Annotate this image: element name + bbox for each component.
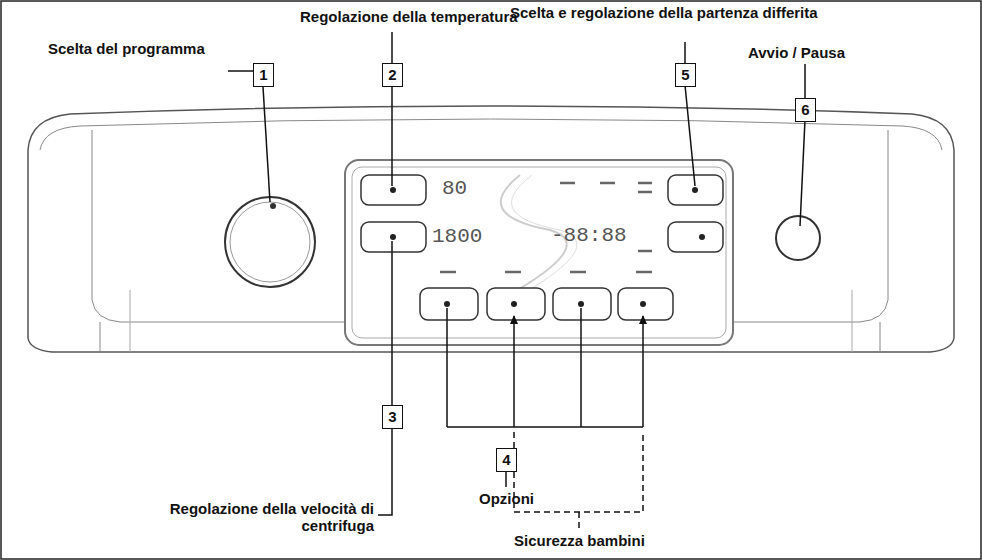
part-label: Regolazione della velocità di centrifuga — [134, 500, 374, 534]
display-readout: 1800 — [432, 226, 482, 248]
callout-number: 4 — [498, 451, 514, 468]
callout-number: 5 — [677, 66, 693, 83]
callout-number-box: 2 — [382, 63, 403, 87]
part-label: Regolazione della temperatura — [300, 8, 518, 25]
callout-number-box: 3 — [382, 405, 403, 429]
callout-number: 1 — [255, 66, 271, 83]
display-readout: -88:88 — [551, 225, 627, 247]
callout-number-box: 1 — [253, 63, 274, 87]
callout-number-box: 6 — [795, 98, 816, 122]
callout-number: 6 — [797, 101, 813, 118]
part-label: Sicurezza bambini — [514, 532, 645, 549]
callout-number: 3 — [384, 408, 400, 425]
part-label: Opzioni — [479, 490, 534, 507]
callout-number-box: 4 — [496, 448, 517, 472]
part-label: Scelta e regolazione della partenza diff… — [510, 4, 820, 21]
callout-number-box: 5 — [675, 63, 696, 87]
part-label: Avvio / Pausa — [748, 44, 845, 61]
part-label: Scelta del programma — [48, 40, 205, 57]
callout-number: 2 — [384, 66, 400, 83]
display-readout: 80 — [442, 178, 467, 200]
